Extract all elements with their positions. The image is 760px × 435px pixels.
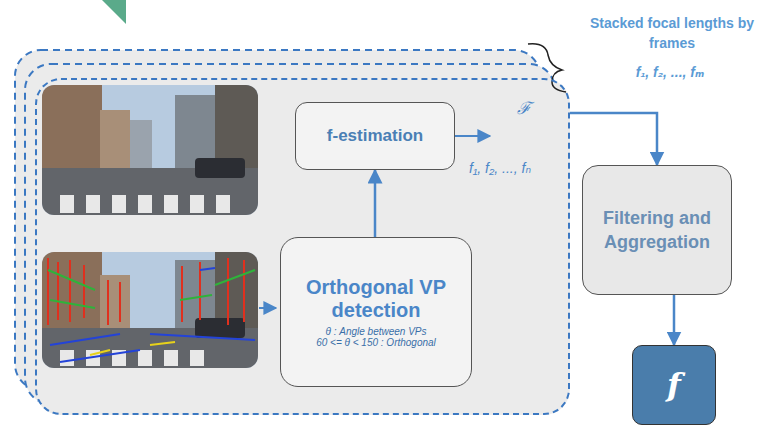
street-photo <box>42 85 258 215</box>
stack-focal-list: f₁, f₂, ..., fₘ <box>620 64 720 80</box>
set-symbol: ℱ <box>517 96 531 119</box>
corner-triangle <box>102 0 126 24</box>
result-symbol: f <box>667 366 681 404</box>
frame-panel: ℱf₁, f₂, ..., fₙ f-estimationOrthogonal V… <box>35 78 570 415</box>
box-title: f-estimation <box>327 126 423 146</box>
box-title: Orthogonal VP detection <box>289 276 463 322</box>
output-arrow <box>454 135 490 137</box>
stack-label: Stacked focal lengths by frames <box>588 14 756 53</box>
box-title: Filtering and Aggregation <box>591 206 723 255</box>
result-box: f <box>632 345 716 425</box>
box-note: 60 <= θ < 150 : Orthogonal <box>316 337 436 348</box>
image-to-detector-arrow <box>259 307 276 309</box>
focal-list: f₁, f₂, ..., fₙ <box>469 160 531 176</box>
process-box: Orthogonal VP detection θ : Angle between… <box>280 237 472 387</box>
flow-arrow <box>374 170 377 237</box>
vp-lines-photo <box>42 252 258 368</box>
front-panel-fill <box>35 78 570 415</box>
flow-arrow <box>570 113 657 165</box>
flow-arrow <box>673 295 676 345</box>
box-note: θ : Angle between VPs <box>325 326 426 337</box>
process-box: f-estimation <box>295 102 455 170</box>
stack-brace <box>528 44 566 92</box>
process-box: Filtering and Aggregation <box>582 165 732 295</box>
